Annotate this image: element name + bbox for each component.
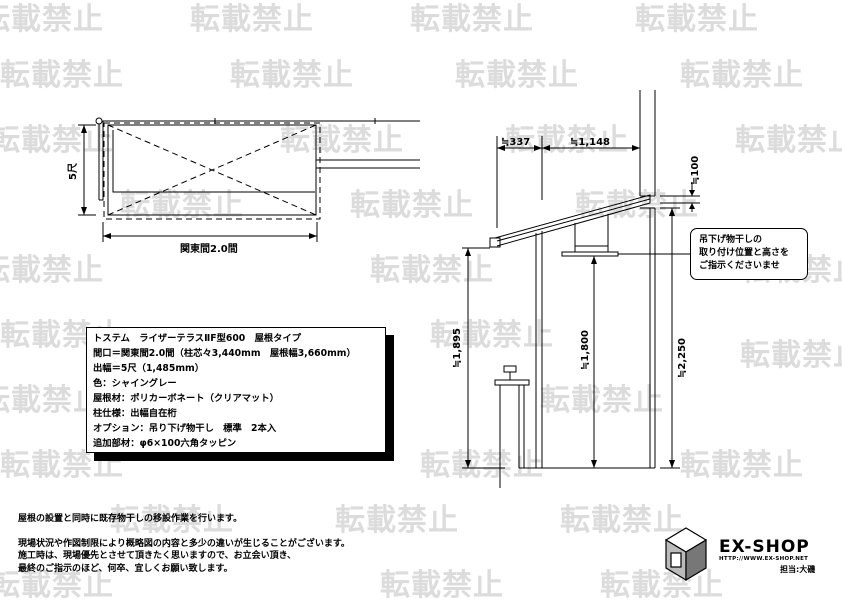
dim-depth-label: ≒1,148 — [570, 137, 611, 148]
watermark: 転載禁止 — [0, 123, 114, 158]
watermark: 転載禁止 — [680, 58, 804, 93]
watermark: 転載禁止 — [0, 2, 104, 37]
dim-hanger-label: ≒1,800 — [580, 329, 591, 370]
watermark: 転載禁止 — [680, 448, 804, 483]
logo-name: EX-SHOP — [719, 537, 810, 557]
spec-box: トステム ライザーテラスⅡF型600 屋根タイプ 間口＝関東間2.0間（柱芯々3… — [86, 327, 386, 453]
watermark: 転載禁止 — [0, 383, 104, 418]
watermark: 転載禁止 — [740, 338, 842, 373]
watermark: 転載禁止 — [575, 188, 699, 223]
hanger-note-callout: 吊下げ物干しの 取り付け位置と高さを ご指示くださいませ — [690, 228, 808, 280]
watermark: 転載禁止 — [410, 2, 534, 37]
watermark: 転載禁止 — [370, 253, 494, 288]
plan-width-label: 関東間2.0間 — [180, 244, 238, 255]
watermark: 転載禁止 — [635, 2, 759, 37]
dim-height-label: ≒2,250 — [677, 337, 688, 378]
spec-line: 間口＝関東間2.0間（柱芯々3,440mm 屋根幅3,660mm） — [93, 348, 356, 359]
watermark: 転載禁止 — [110, 503, 234, 538]
section-view — [462, 90, 700, 488]
callout-line: 吊下げ物干しの — [699, 235, 763, 245]
watermark: 転載禁止 — [735, 123, 842, 158]
watermark: 転載禁止 — [0, 448, 124, 483]
callout-line: ご指示くださいませ — [699, 261, 780, 271]
logo-url: HTTP://WWW.EX-SHOP.NET — [719, 556, 809, 562]
notes: 屋根の設置と同時に既存物干しの移設作業を行います。 現場状況や作図制限により概略… — [18, 513, 350, 575]
dim-top-label: ≒100 — [690, 155, 701, 185]
dim-eave-label: ≒1,895 — [452, 327, 463, 368]
spec-line: オプション：吊り下げ物干し 標準 2本入 — [93, 423, 277, 434]
watermark: 転載禁止 — [190, 2, 314, 37]
staff-label: 担当:大磯 — [780, 565, 816, 574]
note-line: 最終のご指示のほど、何卒、宜しくお願い致します。 — [18, 563, 233, 574]
logo-cube — [664, 527, 708, 582]
note-line: 施工時は、現場優先とさせて頂きたく思いますので、お立会い頂き、 — [18, 551, 297, 561]
watermark: 転載禁止 — [335, 503, 459, 538]
watermark: 転載禁止 — [230, 58, 354, 93]
spec-line: 出幅＝5尺（1,485mm） — [93, 363, 205, 374]
watermark: 転載禁止 — [350, 188, 474, 223]
watermark: 転載禁止 — [120, 188, 244, 223]
watermark: 転載禁止 — [0, 58, 124, 93]
watermark: 転載禁止 — [540, 383, 664, 418]
dim-overhang-label: ≒337 — [501, 137, 531, 148]
note-line: 現場状況や作図制限により概略図の内容と多少の違いが生じることがございます。 — [18, 538, 350, 549]
plan-view — [78, 117, 420, 242]
watermark: 転載禁止 — [420, 448, 544, 483]
plan-depth-label: 5尺 — [68, 163, 79, 180]
watermark: 転載禁止 — [505, 123, 629, 158]
watermark: 転載禁止 — [430, 318, 554, 353]
spec-line: 柱仕様：出幅自在桁 — [93, 408, 177, 419]
watermark: 転載禁止 — [455, 58, 579, 93]
callout-line: 取り付け位置と高さを — [699, 248, 790, 258]
watermark: 転載禁止 — [560, 503, 684, 538]
spec-title: トステム ライザーテラスⅡF型600 屋根タイプ — [93, 333, 302, 344]
watermark: 転載禁止 — [280, 123, 404, 158]
spec-line: 屋根材：ポリカーボネート（クリアマット） — [93, 393, 279, 404]
note-line: 屋根の設置と同時に既存物干しの移設作業を行います。 — [18, 514, 243, 524]
watermark: 転載禁止 — [0, 253, 104, 288]
spec-line: 追加部材：φ6×100六角タッピン — [93, 438, 237, 449]
spec-line: 色：シャイングレー — [93, 378, 177, 389]
